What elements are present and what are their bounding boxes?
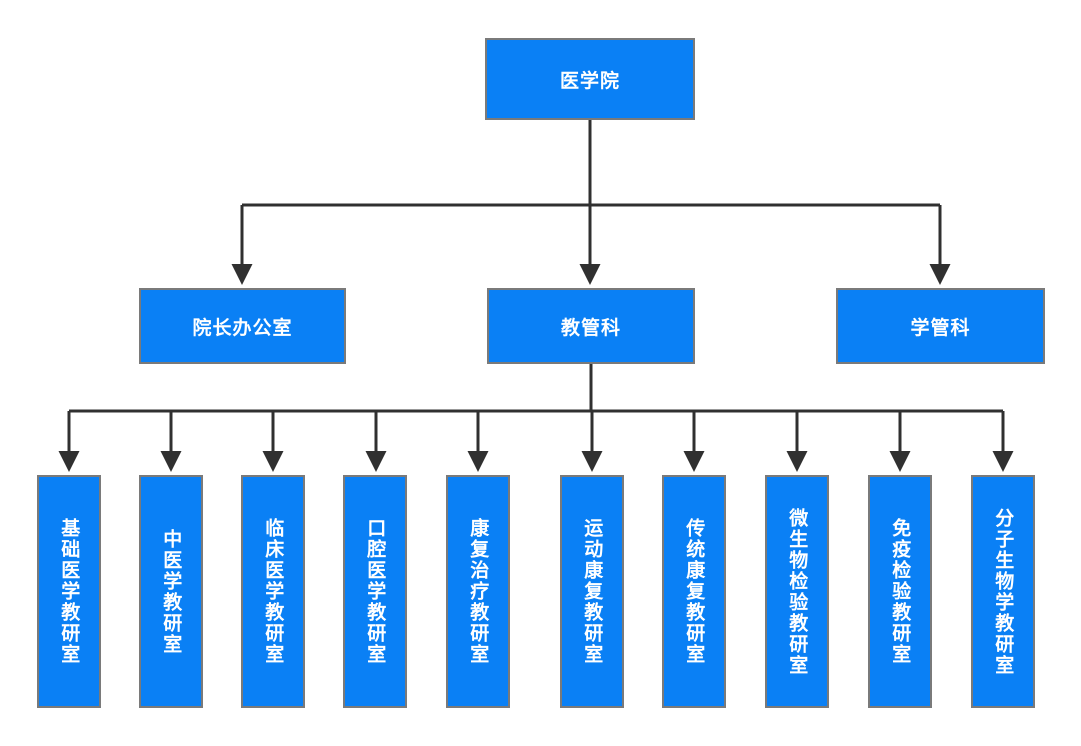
- node-leaf-9[interactable]: 分子生物学教研室: [971, 475, 1035, 708]
- node-leaf-1[interactable]: 中医学教研室: [139, 475, 203, 708]
- node-dean-office[interactable]: 院长办公室: [139, 288, 346, 364]
- node-leaf-label: 口腔医学教研室: [364, 518, 387, 665]
- node-student-management[interactable]: 学管科: [836, 288, 1045, 364]
- node-root-label: 医学院: [559, 69, 620, 92]
- node-leaf-label: 分子生物学教研室: [992, 507, 1015, 676]
- node-leaf-6[interactable]: 传统康复教研室: [662, 475, 726, 708]
- node-leaf-8[interactable]: 免疫检验教研室: [868, 475, 932, 708]
- node-leaf-5[interactable]: 运动康复教研室: [560, 475, 624, 708]
- node-student-management-label: 学管科: [910, 316, 971, 339]
- node-leaf-label: 基础医学教研室: [58, 518, 81, 665]
- node-leaf-2[interactable]: 临床医学教研室: [241, 475, 305, 708]
- node-leaf-label: 传统康复教研室: [683, 518, 706, 665]
- node-leaf-label: 临床医学教研室: [262, 518, 285, 665]
- node-leaf-4[interactable]: 康复治疗教研室: [446, 475, 510, 708]
- node-teaching-management-label: 教管科: [560, 316, 621, 339]
- node-leaf-7[interactable]: 微生物检验教研室: [765, 475, 829, 708]
- node-teaching-management[interactable]: 教管科: [487, 288, 695, 364]
- node-leaf-label: 康复治疗教研室: [467, 518, 490, 665]
- node-leaf-label: 免疫检验教研室: [889, 518, 912, 665]
- node-leaf-label: 运动康复教研室: [581, 518, 604, 665]
- node-leaf-label: 中医学教研室: [160, 528, 183, 655]
- node-root-medical-school[interactable]: 医学院: [485, 38, 695, 120]
- node-leaf-label: 微生物检验教研室: [786, 507, 809, 676]
- node-dean-office-label: 院长办公室: [192, 316, 293, 339]
- node-leaf-0[interactable]: 基础医学教研室: [37, 475, 101, 708]
- node-leaf-3[interactable]: 口腔医学教研室: [343, 475, 407, 708]
